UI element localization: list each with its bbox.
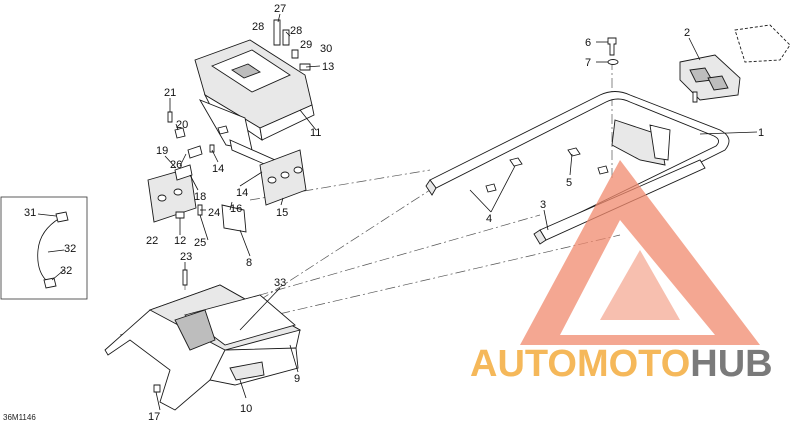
callout-3: 3 [540, 199, 546, 211]
watermark-text-secondary: HUB [690, 343, 772, 385]
callout-11: 11 [310, 127, 321, 139]
callout-27: 27 [274, 3, 286, 15]
callout-14-lower: 14 [236, 187, 248, 199]
callout-2: 2 [684, 27, 690, 39]
callout-5: 5 [566, 177, 572, 189]
callout-13: 13 [322, 61, 334, 73]
callout-4: 4 [486, 213, 492, 225]
watermark-logo: AUTOMOTOHUB [470, 160, 773, 385]
callout-9: 9 [294, 373, 300, 385]
callout-20: 20 [176, 119, 188, 131]
handle-grip [679, 24, 791, 101]
watermark-text-primary: AUTOMOTO [470, 343, 690, 385]
callout-7: 7 [585, 57, 591, 69]
cable-inset [0, 196, 88, 300]
bolts-lower [153, 269, 188, 393]
callout-29: 29 [300, 39, 312, 51]
callout-14-upper: 14 [212, 163, 224, 175]
callout-18: 18 [194, 191, 206, 203]
callout-24: 24 [208, 207, 220, 219]
bracket-22 [147, 164, 197, 223]
callout-26: 26 [170, 159, 182, 171]
small-hardware-left [167, 111, 229, 219]
leader-lines [37, 13, 758, 411]
callout-12: 12 [174, 235, 186, 247]
svg-text:AUTOMOTOHUB: AUTOMOTOHUB [470, 343, 773, 385]
callout-16: 16 [230, 203, 242, 215]
callout-21: 21 [164, 87, 176, 99]
watermark-triangle-icon [520, 160, 760, 345]
callout-15: 15 [276, 207, 288, 219]
callout-32-upper: 32 [64, 243, 76, 255]
callout-17: 17 [148, 411, 160, 423]
callout-31: 31 [24, 207, 36, 219]
callout-19: 19 [156, 145, 168, 157]
rear-tub [104, 284, 302, 411]
flap-8 [221, 204, 247, 233]
callout-10: 10 [240, 403, 252, 415]
rear-rack-frame [425, 91, 730, 245]
callout-28-left: 28 [252, 21, 264, 33]
callout-25: 25 [194, 237, 206, 249]
callout-labels: 1 2 3 4 5 6 7 8 9 10 11 12 13 14 14 15 1… [3, 3, 764, 423]
callout-22: 22 [146, 235, 158, 247]
diagram-ref-code: 36M1146 [3, 413, 36, 422]
callout-30: 30 [320, 43, 332, 55]
callout-32-lower: 32 [60, 265, 72, 277]
small-hardware-top [273, 19, 311, 71]
bolts-right [485, 37, 698, 193]
callout-8: 8 [246, 257, 252, 269]
callout-28-right: 28 [290, 25, 302, 37]
callout-33: 33 [274, 277, 286, 289]
callout-6: 6 [585, 37, 591, 49]
bracket-15 [259, 149, 307, 206]
callout-1: 1 [758, 127, 764, 139]
callout-23: 23 [180, 251, 192, 263]
